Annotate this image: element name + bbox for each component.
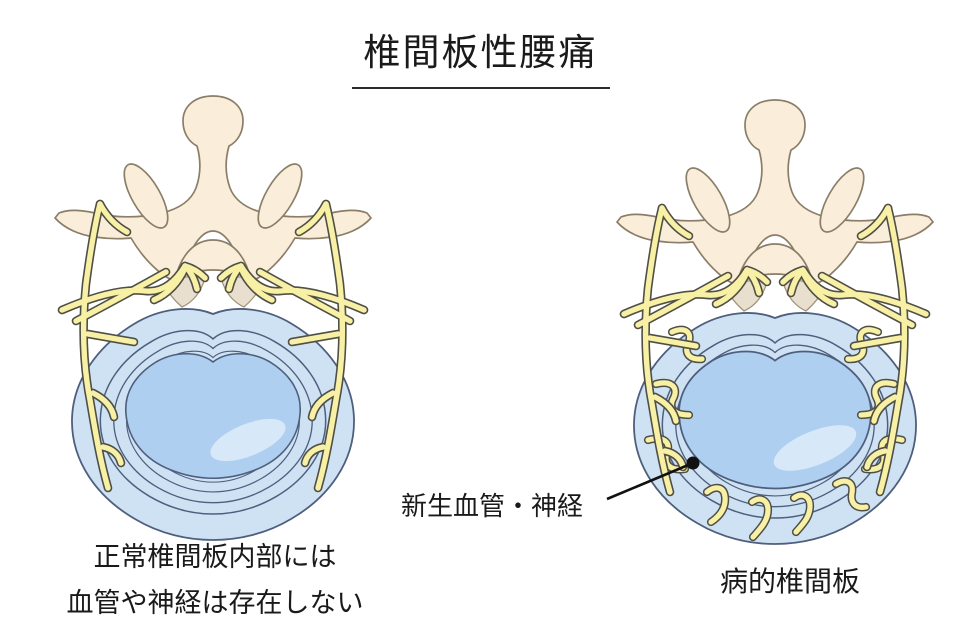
normal-disc-caption: 正常椎間板内部には 血管や神経は存在しない bbox=[25, 534, 405, 626]
normal-disc-caption-line2: 血管や神経は存在しない bbox=[66, 588, 364, 618]
nucleus-highlight bbox=[210, 418, 286, 462]
vertebra-bone bbox=[616, 99, 934, 312]
callout-label: 新生血管・神経 bbox=[401, 491, 584, 521]
page-title-wrap: 椎間板性腰痛 bbox=[0, 22, 961, 89]
vertebra-bone bbox=[54, 95, 372, 308]
normal-disc-illustration bbox=[54, 95, 372, 541]
articular-process-left bbox=[123, 163, 169, 229]
articular-process-right bbox=[257, 163, 303, 229]
intervertebral-disc bbox=[71, 308, 355, 541]
nucleus-highlight bbox=[773, 425, 857, 471]
normal-disc-caption-line1: 正常椎間板内部には bbox=[93, 542, 337, 572]
page-title: 椎間板性腰痛 bbox=[351, 22, 610, 89]
articular-process-left bbox=[685, 167, 731, 233]
articular-process-right bbox=[819, 167, 865, 233]
pathological-disc-caption: 病的椎間板 bbox=[719, 566, 860, 597]
intervertebral-disc bbox=[633, 312, 917, 545]
nucleus-pulposus bbox=[678, 350, 872, 490]
nucleus-pulposus bbox=[124, 352, 302, 480]
pathological-disc-illustration bbox=[616, 99, 934, 545]
